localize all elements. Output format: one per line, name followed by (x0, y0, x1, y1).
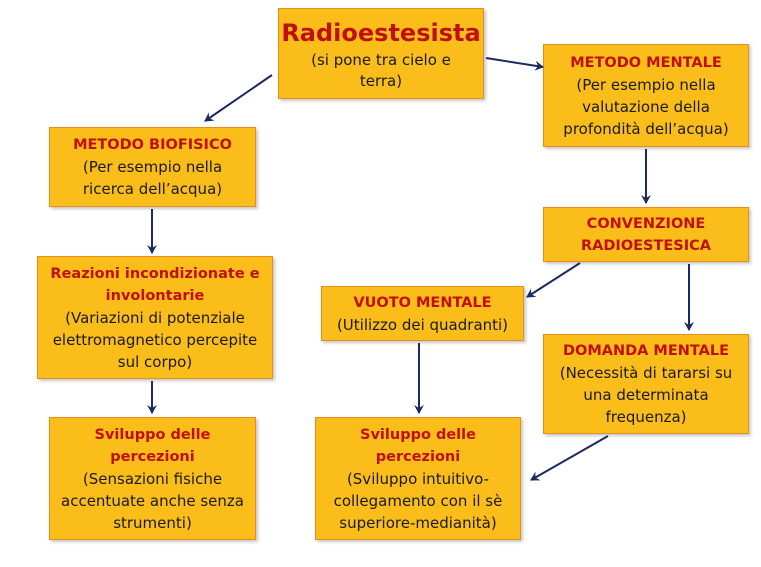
box-title: percezioni (375, 448, 461, 465)
box-text-line: (Necessità di tararsi su (559, 364, 733, 382)
box-sviluppo-percezioni-middle: Sviluppo delle percezioni (Sviluppo intu… (315, 417, 521, 540)
box-text-line: strumenti) (113, 513, 192, 532)
box-text-line: elettromagnetico percepite (52, 330, 258, 349)
box-vuoto-mentale: VUOTO MENTALE (Utilizzo dei quadranti) (321, 286, 524, 341)
box-text-line: (si pone tra cielo e (311, 50, 451, 69)
box-title: RADIOESTESICA (581, 237, 711, 254)
box-convenzione-radioestesica: CONVENZIONE RADIOESTESICA (543, 207, 749, 262)
box-sviluppo-percezioni-left: Sviluppo delle percezioni (Sensazioni fi… (49, 417, 256, 540)
arrow-convenzione-to-vuoto (526, 262, 581, 298)
box-metodo-mentale: METODO MENTALE (Per esempio nella valuta… (543, 44, 749, 147)
box-title: METODO BIOFISICO (73, 137, 232, 153)
box-reazioni-incondizionate: Reazioni incondizionate e involontarie (… (37, 256, 273, 379)
box-title: involontarie (105, 287, 205, 304)
box-text-line: (Variazioni di potenziale (65, 308, 245, 327)
arrow-root-to-biofisico (204, 74, 273, 122)
box-text-line: frequenza) (605, 408, 687, 426)
box-text-line: profondità dell’acqua) (563, 119, 729, 138)
box-text-line: (Per esempio nella (82, 158, 223, 176)
box-text-line: (Sensazioni fisiche (82, 469, 223, 488)
box-text-line: collegamento con il sè (333, 491, 503, 510)
arrow-domanda-to-sviluppo-mid (530, 435, 609, 481)
box-text-line: valutazione della (582, 97, 710, 116)
box-title: VUOTO MENTALE (353, 294, 492, 311)
box-title: DOMANDA MENTALE (562, 343, 730, 359)
box-text-line: ricerca dell’acqua) (82, 180, 223, 198)
box-text-line: (Sviluppo intuitivo- (346, 469, 490, 488)
box-domanda-mentale: DOMANDA MENTALE (Necessità di tararsi su… (543, 334, 749, 434)
box-title: CONVENZIONE (586, 215, 706, 232)
box-text-line: (Utilizzo dei quadranti) (336, 315, 509, 334)
box-text-line: una determinata (583, 386, 709, 404)
arrow-root-to-mentale (485, 57, 544, 71)
box-title: Sviluppo delle (94, 426, 211, 443)
box-title: Reazioni incondizionate e (50, 265, 260, 282)
box-text-line: superiore-medianità) (339, 513, 497, 532)
box-text-line: accentuate anche senza (61, 491, 244, 510)
box-metodo-biofisico: METODO BIOFISICO (Per esempio nella rice… (49, 127, 256, 207)
box-title: percezioni (110, 448, 195, 465)
box-text-line: sul corpo) (117, 352, 193, 371)
box-text-line: terra) (359, 71, 403, 90)
box-radioestesista: Radioestesista (si pone tra cielo e terr… (278, 8, 484, 99)
box-title: Radioestesista (281, 18, 481, 47)
box-title: Sviluppo delle (360, 426, 476, 443)
box-title: METODO MENTALE (570, 54, 722, 71)
box-text-line: (Per esempio nella (576, 75, 716, 94)
